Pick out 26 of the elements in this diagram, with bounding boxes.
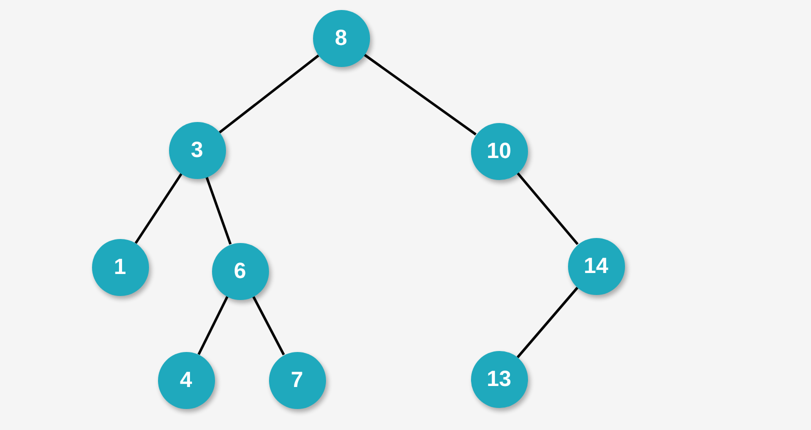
tree-edge-line bbox=[198, 296, 228, 356]
tree-edge-line bbox=[516, 286, 578, 358]
node-value: 7 bbox=[290, 367, 304, 393]
node-value: 8 bbox=[334, 25, 348, 51]
node-value: 3 bbox=[190, 137, 204, 163]
tree-node-circle bbox=[92, 238, 148, 296]
tree-node-circle bbox=[268, 352, 326, 408]
node-value: 1 bbox=[114, 254, 126, 280]
node-value: 13 bbox=[486, 366, 512, 392]
node-value: 14 bbox=[584, 253, 608, 279]
tree-node-circle bbox=[470, 122, 528, 180]
tree-node-circle bbox=[568, 238, 624, 294]
tree-edge-line bbox=[134, 173, 182, 244]
tree-edge-line bbox=[516, 172, 579, 246]
node-value: 6 bbox=[234, 258, 246, 284]
tree-node-circle bbox=[212, 242, 268, 300]
tree-node-circle bbox=[470, 350, 528, 408]
tree-node-circle bbox=[168, 122, 226, 178]
tree-edge-line bbox=[218, 54, 320, 134]
tree-edge-line bbox=[205, 176, 232, 245]
tree-node-circle bbox=[312, 10, 370, 66]
tree-edge-line bbox=[252, 296, 285, 356]
node-value: 10 bbox=[486, 138, 512, 164]
tree-node-circle bbox=[158, 352, 214, 408]
node-value: 4 bbox=[180, 367, 192, 393]
tree-edge-line bbox=[363, 54, 477, 136]
